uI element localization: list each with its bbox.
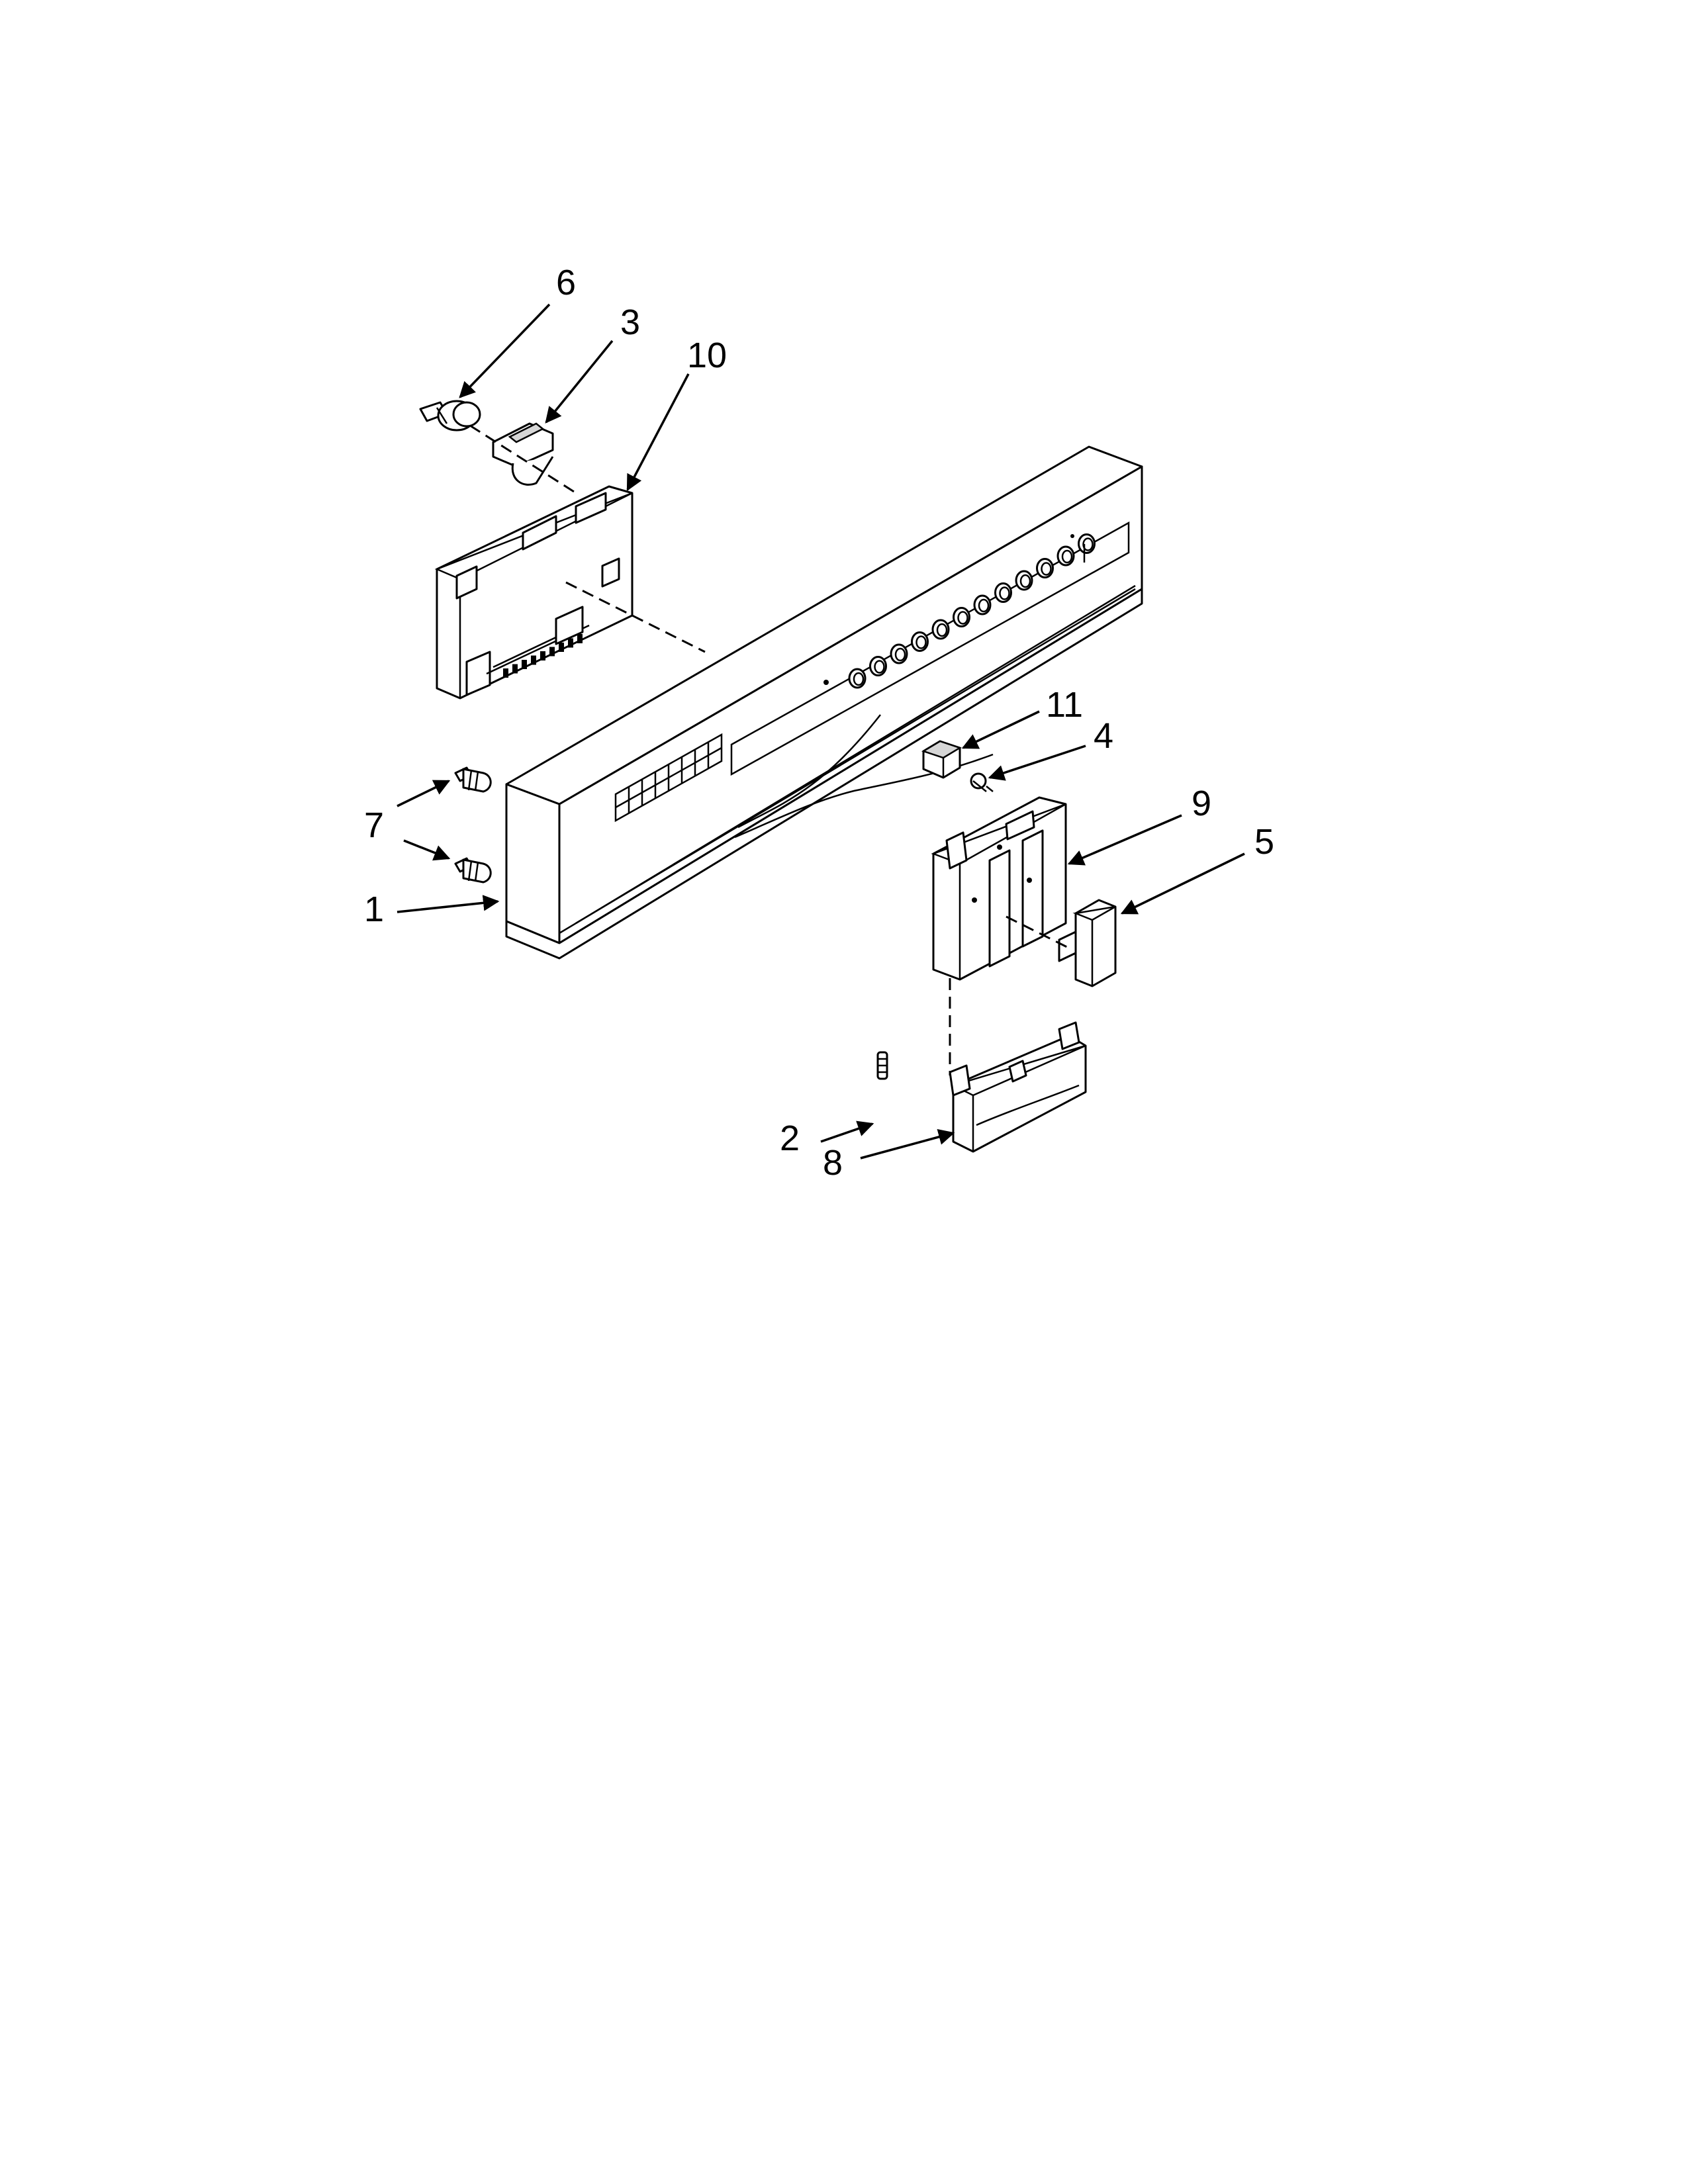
- small-screw: [970, 772, 994, 792]
- board-pin: [512, 664, 518, 674]
- console-button-face: [1082, 537, 1094, 551]
- callout-9: 9: [1192, 784, 1211, 823]
- board-pin: [559, 643, 564, 652]
- indicator-grid: [614, 733, 723, 823]
- callout-8: 8: [823, 1143, 843, 1183]
- mounting-bracket: [931, 796, 1067, 981]
- screw-lower: [454, 857, 492, 884]
- callout-7: 7: [364, 805, 384, 845]
- callout-5: 5: [1254, 822, 1274, 862]
- thermal-fuse: [419, 400, 481, 432]
- fuse-bracket: [492, 422, 554, 486]
- board-pin: [503, 668, 508, 678]
- console-button-face: [1061, 549, 1073, 564]
- console-button-face: [978, 598, 990, 613]
- screw-upper: [454, 766, 492, 793]
- spring-pin: [876, 1051, 888, 1080]
- board-pin: [577, 634, 583, 643]
- callout-11: 11: [1046, 685, 1083, 725]
- console-button-face: [936, 623, 948, 637]
- callout-6: 6: [556, 263, 576, 302]
- lower-bracket: [949, 1021, 1087, 1153]
- console-panel: [505, 445, 1143, 960]
- board-pin: [522, 660, 527, 669]
- fuse-to-board-line: [469, 424, 580, 496]
- board-pin: [531, 655, 536, 665]
- console-button-face: [1019, 574, 1031, 588]
- callout-2: 2: [780, 1118, 800, 1158]
- control-board: [434, 485, 633, 700]
- board-pin: [540, 651, 545, 660]
- callout-3: 3: [620, 302, 640, 342]
- console-button-face: [999, 586, 1010, 600]
- switch-clip: [921, 740, 962, 779]
- console-button-face: [853, 672, 865, 686]
- leader-arrows: [397, 303, 1245, 1160]
- callout-10: 10: [687, 336, 727, 375]
- board-pin: [568, 638, 573, 648]
- board-pin: [549, 647, 555, 657]
- console-button-face: [915, 635, 927, 649]
- button-row: [848, 533, 1096, 689]
- console-button-face: [894, 647, 906, 662]
- latch-clip: [1058, 899, 1117, 987]
- console-button-face: [1041, 562, 1052, 576]
- console-button-face: [957, 611, 968, 625]
- bracket-to-latch-line: [1006, 915, 1073, 951]
- callout-4: 4: [1094, 716, 1113, 756]
- console-button-face: [874, 660, 885, 674]
- callout-1: 1: [364, 889, 384, 929]
- board-to-console-line: [565, 581, 706, 653]
